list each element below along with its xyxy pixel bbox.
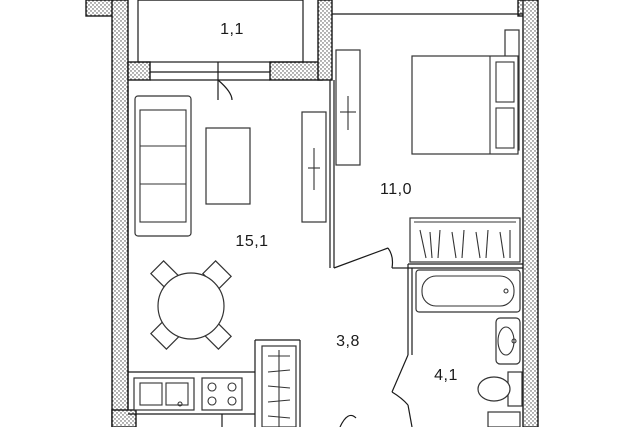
stove-icon [201, 377, 243, 411]
wardrobe-icon [335, 49, 361, 166]
bathtub-icon [415, 269, 521, 313]
walls [85, 0, 539, 427]
table-icon [205, 127, 251, 205]
dining-table-icon [150, 260, 232, 350]
sink-icon [495, 317, 521, 365]
bedroom-wardrobe-icon [409, 217, 521, 263]
hall-closet-icon [261, 345, 297, 427]
partitions [127, 0, 523, 427]
balcony-area-label: 1,1 [220, 21, 244, 38]
bathroom-area-label: 4,1 [434, 367, 458, 384]
bed-icon [411, 29, 520, 155]
washer-icon [487, 411, 521, 427]
sofa-icon [134, 95, 192, 237]
hall-area-label: 3,8 [336, 333, 360, 350]
tv-stand-icon [301, 111, 327, 223]
kitchen-sink-icon [133, 377, 195, 411]
toilet-icon [477, 371, 523, 407]
bedroom-area-label: 11,0 [380, 181, 412, 198]
living-area-label: 15,1 [235, 233, 268, 250]
